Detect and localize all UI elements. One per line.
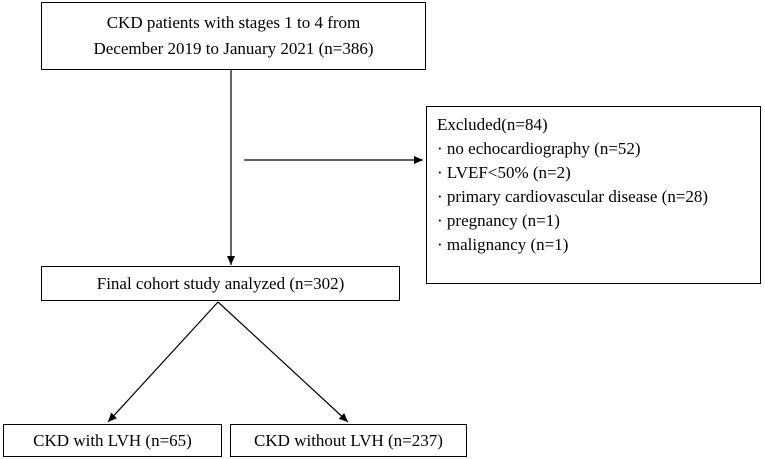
box-ckd-with-lvh: CKD with LVH (n=65) xyxy=(3,424,222,457)
box-ckd-without-lvh: CKD without LVH (n=237) xyxy=(230,424,467,457)
excluded-item-lvef: · LVEF<50% (n=2) xyxy=(437,163,571,182)
arrow-final-to-without-lvh xyxy=(217,301,349,423)
excluded-title: Excluded(n=84) xyxy=(437,115,548,134)
excluded-item-pregnancy: · pregnancy (n=1) xyxy=(437,211,560,230)
without-lvh-label: CKD without LVH (n=237) xyxy=(254,430,443,450)
patients-line-1: CKD patients with stages 1 to 4 from xyxy=(106,13,361,32)
excluded-item-cardiovascular-disease: · primary cardiovascular disease (n=28) xyxy=(437,187,709,206)
final-cohort-label: Final cohort study analyzed (n=302) xyxy=(96,273,345,293)
with-lvh-label: CKD with LVH (n=65) xyxy=(33,430,192,450)
excluded-item-no-echocardiography: · no echocardiography (n=52) xyxy=(437,139,641,158)
arrow-final-to-with-lvh xyxy=(107,301,219,423)
box-final-cohort: Final cohort study analyzed (n=302) xyxy=(41,266,400,301)
box-ckd-patients: CKD patients with stages 1 to 4 from Dec… xyxy=(41,2,426,70)
patients-line-2: December 2019 to January 2021 (n=386) xyxy=(93,39,374,58)
box-excluded: Excluded(n=84) · no echocardiography (n=… xyxy=(426,106,761,284)
excluded-item-malignancy: · malignancy (n=1) xyxy=(437,235,569,254)
